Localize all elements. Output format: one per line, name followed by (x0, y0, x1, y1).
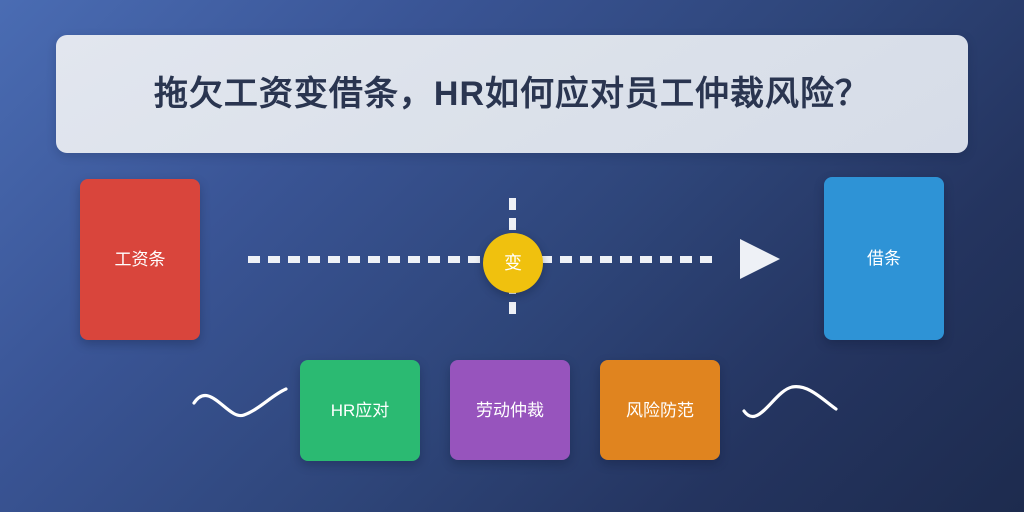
flow-dashed-line-right (540, 256, 712, 263)
flow-dashed-line-top (509, 198, 516, 234)
topic-card-hr[interactable]: HR应对 (300, 360, 420, 461)
squiggle-decoration-left (192, 387, 288, 418)
flow-target-label: 借条 (867, 249, 901, 268)
page-title: 拖欠工资变借条，HR如何应对员工仲裁风险？ (153, 75, 871, 113)
flow-target-card[interactable]: 借条 (824, 177, 944, 340)
flow-hub-label: 变 (504, 253, 522, 273)
topic-label-arbitration: 劳动仲裁 (476, 400, 544, 420)
flow-hub-circle[interactable]: 变 (483, 233, 543, 293)
topic-card-arbitration[interactable]: 劳动仲裁 (450, 360, 570, 460)
flow-dashed-line-bottom (509, 282, 516, 318)
topic-label-risk: 风险防范 (626, 400, 694, 420)
squiggle-decoration-right (742, 385, 838, 419)
topic-card-risk[interactable]: 风险防范 (600, 360, 720, 460)
flow-source-card[interactable]: 工资条 (80, 179, 200, 340)
arrow-right-icon (740, 239, 780, 279)
flow-source-label: 工资条 (114, 250, 166, 269)
flow-dashed-line-left (248, 256, 488, 263)
title-panel: 拖欠工资变借条，HR如何应对员工仲裁风险？ (56, 35, 968, 153)
topic-label-hr: HR应对 (330, 401, 390, 420)
